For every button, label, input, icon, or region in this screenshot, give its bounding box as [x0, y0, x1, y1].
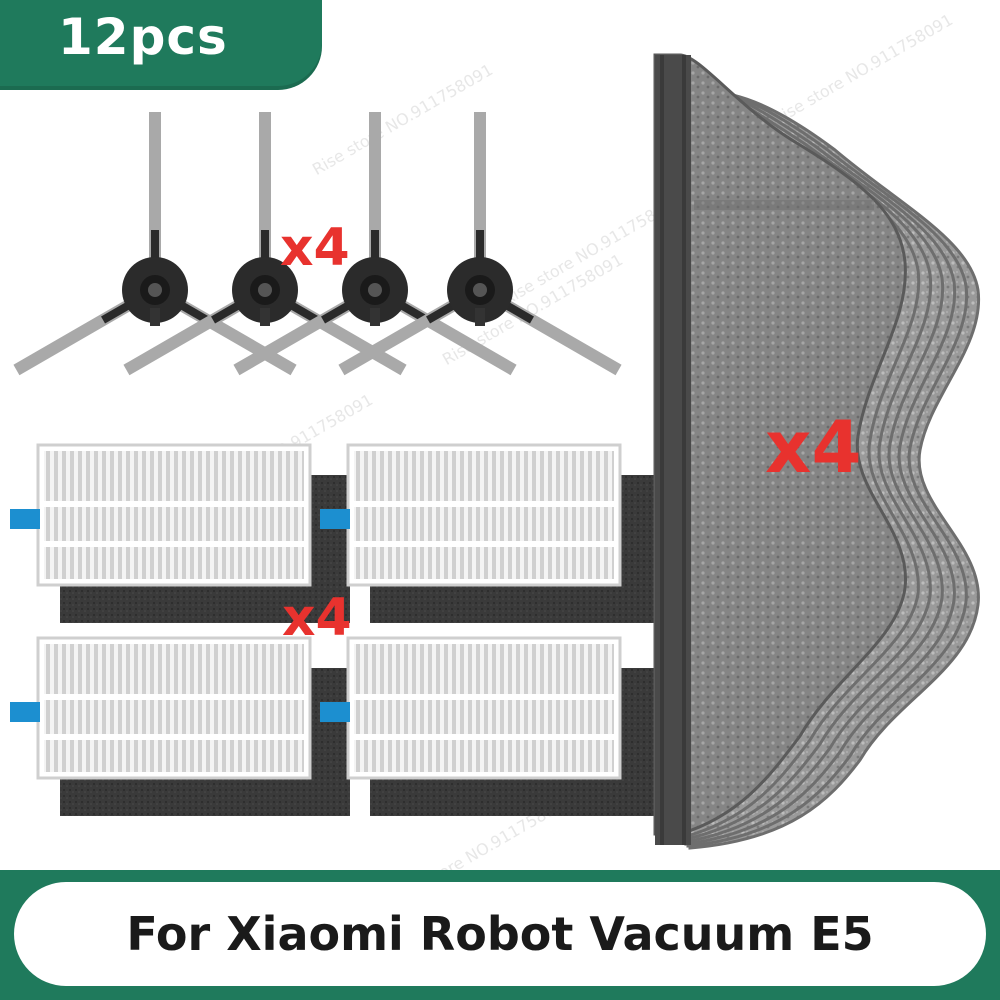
badge-label: 12pcs	[58, 8, 228, 66]
mop-pad-stack	[653, 53, 981, 850]
side-brush	[338, 112, 622, 376]
side-brush	[13, 112, 297, 376]
quantity-badge: 12pcs	[0, 0, 322, 90]
product-title: For Xiaomi Robot Vacuum E5	[126, 907, 874, 961]
mop-quantity: x4	[765, 405, 862, 489]
product-illustration	[10, 53, 981, 850]
side-brush	[123, 112, 407, 376]
hepa-filter	[320, 636, 660, 816]
hepa-filter	[10, 443, 350, 623]
hepa-filter	[10, 636, 350, 816]
footer-pill	[14, 882, 986, 986]
side-brush-quantity: x4	[280, 218, 350, 278]
hepa-filter	[320, 443, 660, 623]
side-brush	[233, 112, 517, 376]
filter-quantity: x4	[282, 588, 352, 648]
